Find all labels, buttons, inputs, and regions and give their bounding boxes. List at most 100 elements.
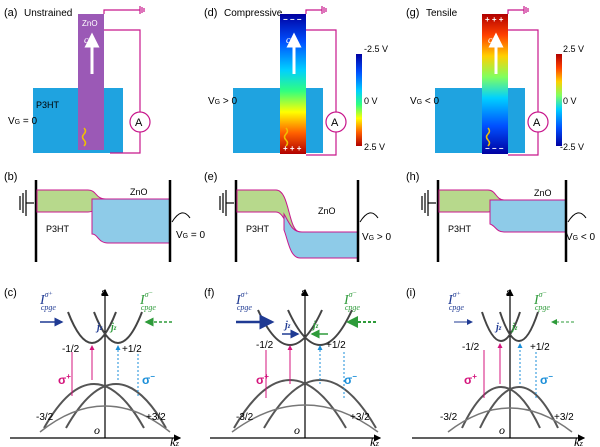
cpge-minus-label: Iσ⁻cpge (343, 290, 360, 312)
panel-c-tag: (c) (4, 287, 17, 299)
spin-p12: +1/2 (326, 340, 346, 351)
charge-bottom: − − − (485, 144, 504, 153)
right-wire (508, 29, 539, 112)
spin-p12: +1/2 (530, 342, 550, 353)
panel-d-title: Compressive (224, 8, 283, 19)
jz-left: jz (95, 322, 103, 333)
scale-top: 2.5 V (563, 44, 584, 54)
vg-label: VG < 0 (410, 96, 440, 107)
panel-b-tag: (b) (4, 171, 17, 183)
polymer-chain-icon (81, 127, 87, 147)
panel-d-tag: (d) (204, 7, 217, 19)
jz-right: jz (510, 322, 518, 333)
panel-d: (d) Compressive − − − + + + c VG > 0 A -… (204, 6, 388, 156)
ground-icon (139, 6, 145, 14)
zno-label: ZnO (318, 206, 336, 216)
zno-label: ZnO (82, 19, 98, 28)
spin-m32: -3/2 (36, 412, 54, 423)
sigma-minus-label: σ− (344, 372, 357, 387)
vg-label: VG = 0 (176, 230, 206, 241)
cpge-plus-label: Iσ⁺cpge (235, 290, 252, 312)
panel-h-tag: (h) (406, 171, 419, 183)
vg-label: VG > 0 (208, 96, 238, 107)
panel-b: (b) P3HT ZnO VG = 0 (4, 171, 206, 262)
kz-label: kz (574, 434, 584, 447)
cpge-minus-label: Iσ⁻cpge (533, 290, 550, 312)
panel-g-title: Tensile (426, 8, 458, 19)
color-scale-compressive (356, 54, 362, 146)
polymer-chain-icon (485, 127, 491, 147)
wire-icon (359, 212, 379, 223)
ammeter-label: A (533, 117, 541, 129)
panel-i-tag: (i) (406, 287, 416, 299)
vg-label: VG = 0 (8, 116, 38, 127)
color-scale-tensile (556, 54, 562, 146)
panel-e-tag: (e) (204, 171, 217, 183)
sigma-minus-label: σ− (540, 372, 553, 387)
p3ht-block (435, 88, 525, 153)
ground-icon (19, 190, 34, 216)
spin-m12: -1/2 (62, 344, 80, 355)
panel-g: (g) Tensile + + + − − − c VG < 0 A 2.5 V… (406, 6, 584, 156)
origin-label: o (94, 423, 100, 437)
valence-band-outer (39, 405, 171, 433)
panel-c: (c) ε o kz -1/2 +1/2 -3/2 +3/2 σ+ σ− jz … (4, 284, 182, 447)
valence-band-outer (231, 404, 379, 433)
scale-mid: 0 V (364, 96, 378, 106)
vg-label: VG > 0 (362, 232, 392, 243)
spin-m32: -3/2 (236, 412, 254, 423)
top-wire (103, 9, 140, 14)
ground-icon (321, 6, 327, 14)
p3ht-label: P3HT (448, 224, 472, 234)
scale-bottom: 2.5 V (364, 142, 385, 152)
kz-label: kz (170, 434, 180, 447)
panel-e: (e) P3HT ZnO VG > 0 (204, 171, 392, 262)
zno-nanowire (78, 14, 104, 150)
cpge-plus-label: Iσ⁺cpge (39, 290, 56, 312)
top-wire (507, 9, 524, 14)
conduction-band-right (499, 311, 539, 342)
conduction-band-right (93, 311, 143, 344)
bottom-wire (508, 132, 539, 156)
sigma-plus-label: σ+ (58, 372, 71, 387)
valence-band-outer (447, 407, 573, 433)
panel-f: (f) ε o kz -1/2 +1/2 -3/2 +3/2 σ+ σ− jz … (204, 284, 382, 447)
zno-label: ZnO (534, 188, 552, 198)
jz-right: jz (311, 320, 319, 331)
ammeter-label: A (331, 117, 339, 129)
p3ht-label: P3HT (36, 100, 60, 110)
zno-label: ZnO (130, 187, 148, 197)
charge-bottom: + + + (283, 144, 302, 153)
top-wire (305, 9, 322, 14)
right-wire (104, 29, 141, 112)
wire-icon (171, 212, 191, 223)
c-axis-label: c (84, 35, 89, 46)
bottom-wire (306, 132, 337, 156)
right-wire (306, 29, 337, 112)
energy-label: ε (301, 284, 307, 299)
panel-f-tag: (f) (204, 287, 214, 299)
valence-band-right (479, 386, 559, 429)
jz-left: jz (283, 320, 291, 331)
scale-bottom: -2.5 V (560, 142, 584, 152)
cpge-plus-label: Iσ⁺cpge (447, 290, 464, 312)
p3ht-label: P3HT (46, 224, 70, 234)
spin-m32: -3/2 (440, 412, 458, 423)
spin-m12: -1/2 (256, 340, 274, 351)
zno-band (91, 198, 171, 244)
conduction-band-left (67, 311, 117, 344)
spin-p32: +3/2 (146, 412, 166, 423)
spin-m12: -1/2 (462, 342, 480, 353)
vg-label: VG < 0 (566, 232, 596, 243)
p3ht-label: P3HT (246, 224, 270, 234)
c-axis-label: c (488, 35, 493, 46)
ground-icon (219, 190, 234, 216)
ground-icon (421, 190, 436, 216)
conduction-band-left (481, 311, 521, 342)
polymer-chain-icon (283, 127, 289, 147)
panel-g-tag: (g) (406, 7, 419, 19)
zno-nanowire-compressive (280, 14, 306, 154)
wire-icon (567, 212, 587, 223)
zno-band (283, 212, 359, 259)
sigma-plus-label: σ+ (464, 372, 477, 387)
